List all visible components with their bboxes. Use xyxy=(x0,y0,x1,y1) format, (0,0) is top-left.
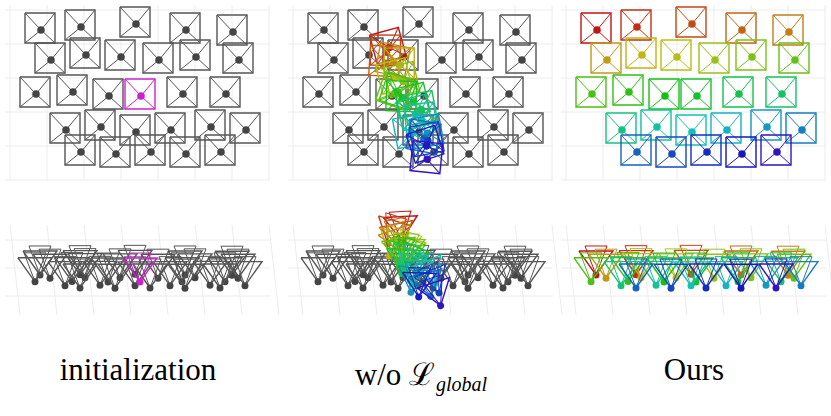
camera-frustum-top xyxy=(761,135,791,165)
camera-frustum-top xyxy=(766,77,796,107)
camera-frustum-top xyxy=(656,137,686,167)
camera-frustum-top xyxy=(105,40,135,70)
initialization-panel xyxy=(18,7,262,292)
camera-frustum-side xyxy=(346,259,380,292)
camera-frustum-top xyxy=(726,137,756,167)
camera-frustum-top xyxy=(170,13,200,43)
camera-frustum-side xyxy=(18,253,52,286)
camera-frustum-top xyxy=(576,77,606,107)
camera-frustum-top xyxy=(676,7,706,37)
camera-frustum-top xyxy=(25,13,55,43)
camera-frustum-top xyxy=(308,13,338,43)
caption-group: w/o ℒglobal xyxy=(355,352,487,394)
camera-frustum-top xyxy=(125,79,155,109)
camera-frustum-top xyxy=(691,135,721,165)
grid xyxy=(561,5,831,315)
camera-frustum-top xyxy=(699,43,729,73)
ours-panel xyxy=(574,7,818,292)
camera-frustum-top xyxy=(500,15,530,45)
camera-frustum-side xyxy=(574,253,608,286)
camera-frustum-side xyxy=(416,273,458,314)
camera-frustum-top xyxy=(403,7,433,37)
camera-frustum-top xyxy=(773,15,803,45)
camera-frustum-top xyxy=(453,137,483,167)
camera-frustum-side xyxy=(511,257,545,290)
camera-frustum-side xyxy=(133,259,167,292)
camera-frustum-side xyxy=(451,259,485,292)
camera-frustum-top xyxy=(65,135,95,165)
camera-frustum-side xyxy=(412,260,456,303)
camera-frustum-top xyxy=(681,79,711,109)
camera-frustum-top xyxy=(613,75,643,105)
caption-group: Ours xyxy=(664,352,724,388)
camera-frustum-side xyxy=(486,259,520,292)
camera-frustum-side xyxy=(55,253,89,286)
camera-frustum-top xyxy=(65,10,95,40)
camera-frustum-top xyxy=(20,77,50,107)
camera-frustum-side xyxy=(784,257,818,290)
camera-frustum-top xyxy=(180,40,210,70)
camera-frustum-side xyxy=(689,259,723,292)
camera-frustum-top xyxy=(100,137,130,167)
panel-label: Ours xyxy=(664,352,724,388)
camera-frustum-side xyxy=(168,259,202,292)
camera-frustum-top xyxy=(453,13,483,43)
camera-frustum-side xyxy=(338,253,372,286)
camera-frustum-top xyxy=(626,38,656,68)
camera-frustum-top xyxy=(649,79,679,109)
camera-frustum-top xyxy=(661,40,691,70)
camera-frustum-top xyxy=(170,137,200,167)
camera-frustum-top xyxy=(493,77,523,107)
camera-frustum-top xyxy=(318,43,348,73)
camera-frustum-top xyxy=(167,77,197,107)
camera-frustum-side xyxy=(759,259,793,292)
camera-frustum-top xyxy=(426,43,456,73)
camera-frustum-top xyxy=(35,43,65,73)
camera-frustum-top xyxy=(506,43,536,73)
camera-frustum-side xyxy=(123,253,157,286)
camera-frustum-top xyxy=(205,135,235,165)
camera-frustum-top xyxy=(450,77,480,107)
camera-frustum-top xyxy=(463,40,493,70)
camera-frustum-side xyxy=(402,267,437,301)
camera-frustum-side xyxy=(619,259,653,292)
panel-label: initialization xyxy=(60,352,217,388)
camera-frustum-top xyxy=(348,135,378,165)
camera-frustum-top xyxy=(621,10,651,40)
camera-frustum-top xyxy=(779,43,809,73)
camera-frustum-side xyxy=(63,259,97,292)
camera-frustum-top xyxy=(726,13,756,43)
camera-frustum-top xyxy=(57,75,87,105)
grid xyxy=(5,5,279,315)
camera-frustum-side xyxy=(301,253,335,286)
without-global-panel xyxy=(301,7,545,314)
camera-frustum-top xyxy=(93,79,123,109)
camera-frustum-top xyxy=(340,75,370,105)
camera-frustum-top xyxy=(70,38,100,68)
grid xyxy=(288,5,562,315)
camera-frustum-side xyxy=(228,257,262,290)
camera-frustum-side xyxy=(611,253,645,286)
camera-frustum-side xyxy=(203,259,237,292)
camera-frustum-top xyxy=(723,77,753,107)
camera-frustum-top xyxy=(217,15,247,45)
subscript-label: global xyxy=(436,373,487,396)
camera-frustum-top xyxy=(488,135,518,165)
camera-frustum-top xyxy=(303,77,333,107)
camera-frustum-top xyxy=(410,141,443,174)
camera-frustum-top xyxy=(135,135,165,165)
camera-frustum-side xyxy=(724,259,758,292)
camera-frustum-top xyxy=(736,40,766,70)
camera-frustum-top xyxy=(581,13,611,43)
camera-frustum-top xyxy=(223,43,253,73)
camera-frustum-top xyxy=(143,43,173,73)
panel-label: w/o ℒ xyxy=(355,352,435,394)
caption-group: initialization xyxy=(60,352,217,388)
camera-frustum-top xyxy=(120,7,150,37)
camera-frustum-top xyxy=(210,77,240,107)
camera-frustum-top xyxy=(591,43,621,73)
camera-frustum-top xyxy=(621,135,651,165)
camera-frustum-side xyxy=(654,259,688,292)
